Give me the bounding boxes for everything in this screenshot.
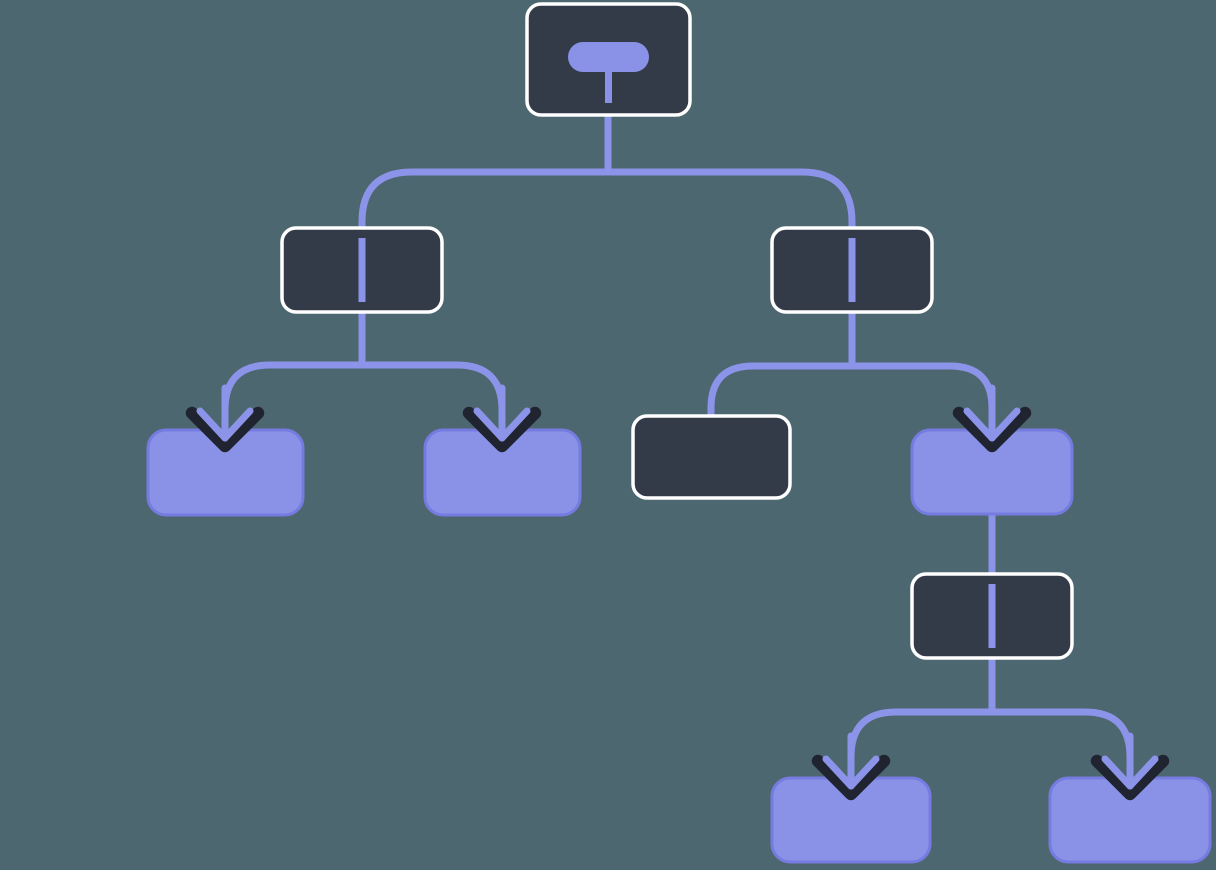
arrow-markers bbox=[185, 384, 1170, 801]
arrowhead-purple-chevron-icon bbox=[1101, 755, 1159, 790]
insert-arrow bbox=[952, 384, 1032, 453]
fork-root-branch bbox=[604, 168, 856, 232]
root-node bbox=[525, 2, 692, 117]
insert-arrow bbox=[811, 732, 891, 801]
tree-nodes bbox=[146, 2, 1212, 864]
arrowhead-purple-chevron-icon bbox=[473, 407, 531, 442]
arrowhead-dark-chevron-icon bbox=[462, 406, 542, 453]
insert-arrow bbox=[185, 384, 265, 453]
arrowhead-dark-chevron-icon bbox=[185, 406, 265, 453]
branch-node-bottom bbox=[910, 572, 1074, 660]
terminal-node-dark bbox=[631, 414, 792, 500]
insert-arrow bbox=[1090, 732, 1170, 801]
arrowhead-dark-chevron-icon bbox=[952, 406, 1032, 453]
branch-node-left bbox=[280, 226, 444, 314]
insert-arrow bbox=[462, 384, 542, 453]
arrowhead-purple-chevron-icon bbox=[822, 755, 880, 790]
arrowhead-dark-chevron-icon bbox=[811, 754, 891, 801]
terminal-node-dark-box bbox=[631, 414, 792, 500]
arrowhead-purple-chevron-icon bbox=[196, 407, 254, 442]
fork-root-branch bbox=[358, 168, 612, 232]
arrowhead-purple-chevron-icon bbox=[963, 407, 1021, 442]
arrowhead-dark-chevron-icon bbox=[1090, 754, 1170, 801]
fork-right-branch-branch bbox=[707, 362, 856, 420]
branch-node-right bbox=[770, 226, 934, 314]
root-pill-icon bbox=[568, 42, 649, 72]
